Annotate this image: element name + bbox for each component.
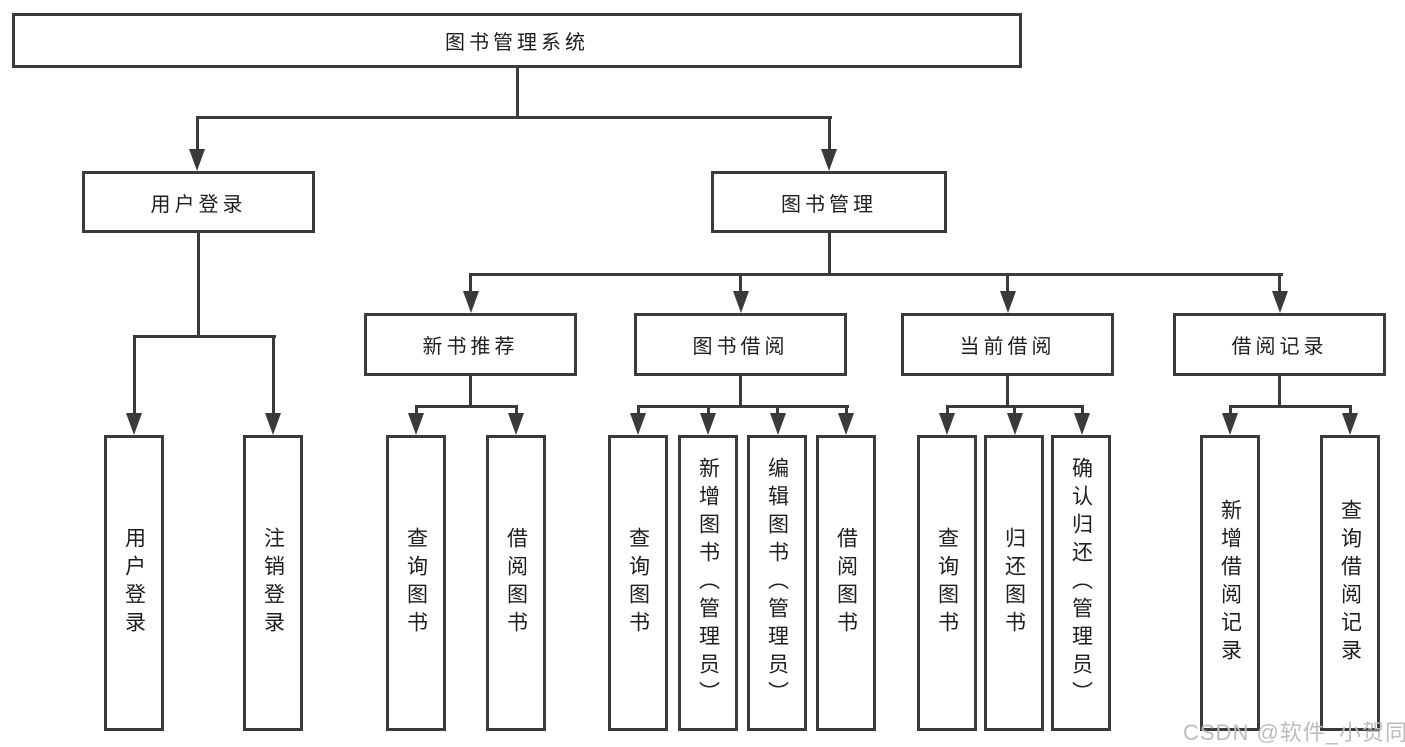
connector — [271, 335, 275, 415]
connector — [1013, 405, 1016, 415]
node-current-borrowing: 当前借阅 — [901, 313, 1114, 376]
arrow-down-icon — [265, 413, 281, 435]
leaf-query-books-recommend: 查询图书 — [386, 435, 446, 731]
connector — [1278, 376, 1281, 408]
connector — [195, 115, 832, 119]
arrow-down-icon — [189, 149, 205, 171]
connector — [844, 405, 848, 415]
leaf-query-borrow-record: 查询借阅记录 — [1320, 435, 1380, 731]
leaf-edit-book-admin: 编辑图书（管理员） — [747, 435, 807, 731]
connector — [469, 376, 472, 408]
node-book-borrowing: 图书借阅 — [634, 313, 847, 376]
connector — [776, 405, 779, 415]
connector — [414, 405, 518, 408]
connector — [1278, 273, 1281, 293]
leaf-borrow-books-recommend: 借阅图书 — [486, 435, 546, 731]
leaf-user-login-label: 用户登录 — [122, 527, 146, 639]
csdn-watermark: CSDN @软件_小贺同学 — [1183, 720, 1405, 745]
leaf-borrow-books-borrowing-label: 借阅图书 — [834, 527, 858, 639]
connector — [739, 273, 742, 293]
arrow-down-icon — [999, 291, 1016, 313]
arrow-down-icon — [408, 413, 424, 435]
leaf-query-books-borrowing-label: 查询图书 — [626, 527, 650, 639]
leaf-query-borrow-record-label: 查询借阅记录 — [1338, 499, 1362, 667]
connector — [1080, 405, 1084, 415]
connector — [1228, 405, 1232, 415]
connector — [514, 405, 518, 415]
arrow-down-icon — [1006, 413, 1023, 435]
connector — [515, 68, 519, 118]
leaf-return-book: 归还图书 — [984, 435, 1044, 731]
node-borrowing-records: 借阅记录 — [1173, 313, 1386, 376]
leaf-add-borrow-record-label: 新增借阅记录 — [1218, 499, 1242, 667]
node-library-system: 图书管理系统 — [12, 13, 1022, 68]
connector — [195, 115, 199, 150]
node-book-borrowing-label: 图书借阅 — [692, 336, 789, 358]
leaf-query-books-current-label: 查询图书 — [935, 527, 959, 639]
arrow-down-icon — [126, 413, 142, 435]
connector — [1006, 273, 1009, 293]
arrow-down-icon — [838, 413, 854, 435]
node-current-borrowing-label: 当前借阅 — [959, 336, 1056, 358]
leaf-add-borrow-record: 新增借阅记录 — [1200, 435, 1260, 731]
connector — [1228, 405, 1352, 408]
connector — [706, 405, 710, 415]
leaf-query-books-current: 查询图书 — [917, 435, 977, 731]
arrow-down-icon — [769, 413, 786, 435]
connector — [414, 405, 418, 415]
node-library-system-label: 图书管理系统 — [445, 32, 589, 54]
connector — [1006, 376, 1009, 408]
arrow-down-icon — [1074, 413, 1090, 435]
leaf-borrow-books-borrowing: 借阅图书 — [816, 435, 876, 731]
arrow-down-icon — [1271, 291, 1288, 313]
leaf-logout: 注销登录 — [243, 435, 303, 731]
connector — [469, 273, 472, 293]
connector — [132, 335, 136, 415]
connector — [132, 335, 276, 338]
connector — [945, 405, 949, 415]
node-new-book-recommend: 新书推荐 — [364, 313, 577, 376]
leaf-return-book-label: 归还图书 — [1002, 527, 1026, 639]
connector — [636, 405, 640, 415]
node-borrowing-records-label: 借阅记录 — [1231, 336, 1328, 358]
leaf-edit-book-admin-label: 编辑图书（管理员） — [765, 457, 789, 709]
connector — [468, 273, 1283, 276]
node-book-management-label: 图书管理 — [781, 193, 877, 216]
connector — [827, 115, 831, 150]
node-new-book-recommend-label: 新书推荐 — [422, 336, 519, 358]
arrow-down-icon — [462, 291, 479, 313]
arrow-down-icon — [630, 413, 646, 435]
leaf-query-books-recommend-label: 查询图书 — [404, 527, 428, 639]
connector — [1348, 405, 1352, 415]
leaf-user-login: 用户登录 — [104, 435, 164, 731]
arrow-down-icon — [939, 413, 955, 435]
arrow-down-icon — [700, 413, 716, 435]
leaf-borrow-books-recommend-label: 借阅图书 — [504, 527, 528, 639]
arrow-down-icon — [1342, 413, 1358, 435]
leaf-confirm-return-admin: 确认归还（管理员） — [1051, 435, 1111, 731]
connector — [739, 376, 742, 408]
leaf-logout-label: 注销登录 — [261, 527, 285, 639]
arrow-down-icon — [821, 149, 837, 171]
node-book-management: 图书管理 — [711, 171, 947, 233]
leaf-confirm-return-admin-label: 确认归还（管理员） — [1069, 457, 1093, 709]
leaf-add-book-admin-label: 新增图书（管理员） — [696, 457, 720, 709]
node-user-login-group-label: 用户登录 — [150, 193, 247, 216]
node-user-login-group: 用户登录 — [82, 171, 315, 233]
connector — [827, 233, 831, 276]
arrow-down-icon — [1222, 413, 1238, 435]
connector — [636, 405, 849, 408]
leaf-add-book-admin: 新增图书（管理员） — [678, 435, 738, 731]
connector — [196, 233, 200, 338]
arrow-down-icon — [508, 413, 524, 435]
arrow-down-icon — [732, 291, 749, 313]
leaf-query-books-borrowing: 查询图书 — [608, 435, 668, 731]
